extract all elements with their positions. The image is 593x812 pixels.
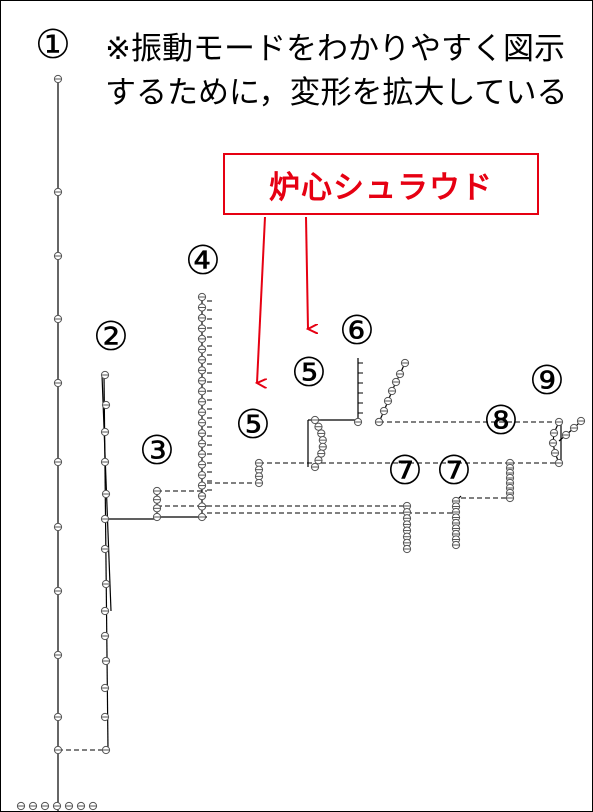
marker-5b: ⑤ xyxy=(291,350,327,396)
marker-5a: ⑤ xyxy=(235,402,271,448)
marker-1: ① xyxy=(35,22,71,68)
marker-7b: ⑦ xyxy=(436,448,472,494)
marker-7a: ⑦ xyxy=(387,448,423,494)
marker-2: ② xyxy=(93,314,129,360)
callout-arrow-right xyxy=(305,216,308,329)
core-shroud-callout: 炉心シュラウド xyxy=(223,153,539,215)
marker-9: ⑨ xyxy=(529,358,565,404)
note-text: ※振動モードをわかりやすく図示 するために，変形を拡大している xyxy=(105,27,568,115)
marker-4: ④ xyxy=(185,238,221,284)
marker-8: ⑧ xyxy=(483,398,519,444)
callout-arrow-left xyxy=(257,216,265,383)
marker-6: ⑥ xyxy=(339,308,375,354)
marker-3: ③ xyxy=(139,428,175,474)
note-line-2: するために，変形を拡大している xyxy=(105,75,568,111)
note-line-1: ※振動モードをわかりやすく図示 xyxy=(105,31,565,67)
